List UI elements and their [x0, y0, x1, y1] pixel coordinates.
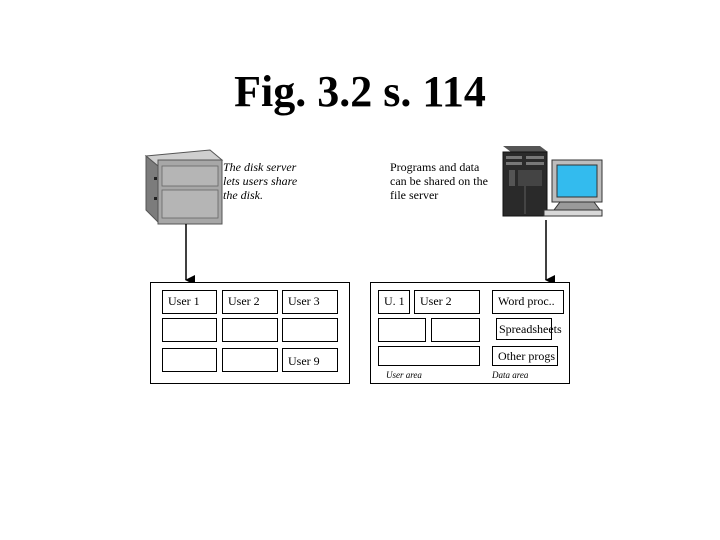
user-cell: User 2	[414, 290, 480, 314]
file-server-workstation-icon	[502, 146, 603, 217]
data-cell-word-proc: Word proc..	[492, 290, 564, 314]
user-cell	[378, 318, 426, 342]
user-cell	[162, 318, 217, 342]
user-cell: U. 1	[378, 290, 410, 314]
user-cell: User 9	[282, 348, 338, 372]
caption-line: file server	[390, 188, 439, 202]
user-cell	[162, 348, 217, 372]
user-cell	[431, 318, 480, 342]
user-cell	[378, 346, 480, 366]
data-cell-spreadsheets: Spreadsheets	[496, 318, 562, 340]
user-cell	[282, 318, 338, 342]
user-area-label: User area	[386, 370, 422, 380]
caption-line: the disk.	[223, 188, 263, 202]
user-cell	[222, 318, 278, 342]
user-cell	[222, 348, 278, 372]
disk-server-caption: The disk server lets users share the dis…	[223, 160, 297, 202]
figure-title: Fig. 3.2 s. 114	[234, 67, 486, 116]
caption-line: lets users share	[223, 174, 298, 188]
caption-line: The disk server	[223, 160, 297, 174]
user-cell: User 2	[222, 290, 278, 314]
user-cell: User 3	[282, 290, 338, 314]
caption-line: can be shared on the	[390, 174, 488, 188]
file-server-caption: Programs and data can be shared on the f…	[390, 160, 488, 202]
data-area-label: Data area	[492, 370, 529, 380]
caption-line: Programs and data	[390, 160, 480, 174]
data-cell-other-progs: Other progs	[492, 346, 558, 366]
disk-server-icon	[144, 149, 224, 225]
user-cell: User 1	[162, 290, 217, 314]
